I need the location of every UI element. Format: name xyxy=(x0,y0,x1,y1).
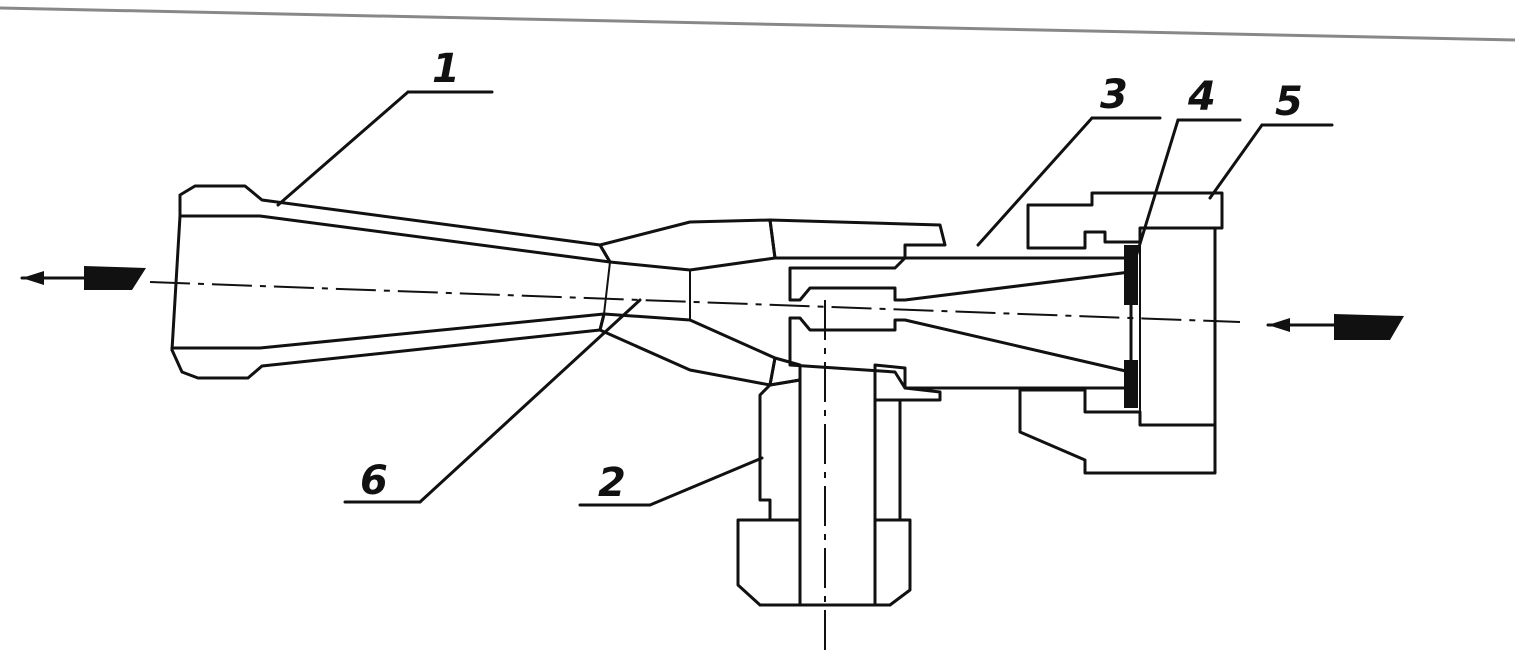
scan-edge-line xyxy=(0,6,1515,42)
union-nut-part-5 xyxy=(1018,191,1224,475)
suction-branch-part-2 xyxy=(736,378,912,607)
label-part-2: 2 xyxy=(598,460,626,506)
label-part-1: 1 xyxy=(432,46,460,92)
diffuser-part-1 xyxy=(170,184,612,380)
outlet-arrow xyxy=(20,266,146,290)
label-part-6: 6 xyxy=(360,458,388,504)
gasket-part-4 xyxy=(1124,245,1138,408)
inlet-arrow xyxy=(1266,314,1404,340)
label-part-3: 3 xyxy=(1100,72,1128,118)
label-part-5: 5 xyxy=(1275,79,1303,125)
label-part-4: 4 xyxy=(1187,74,1216,120)
center-axis xyxy=(149,281,1241,323)
nozzle-part-3 xyxy=(788,256,1132,390)
mixing-chamber-part-6 xyxy=(598,218,777,387)
leader-lines xyxy=(276,90,1334,507)
